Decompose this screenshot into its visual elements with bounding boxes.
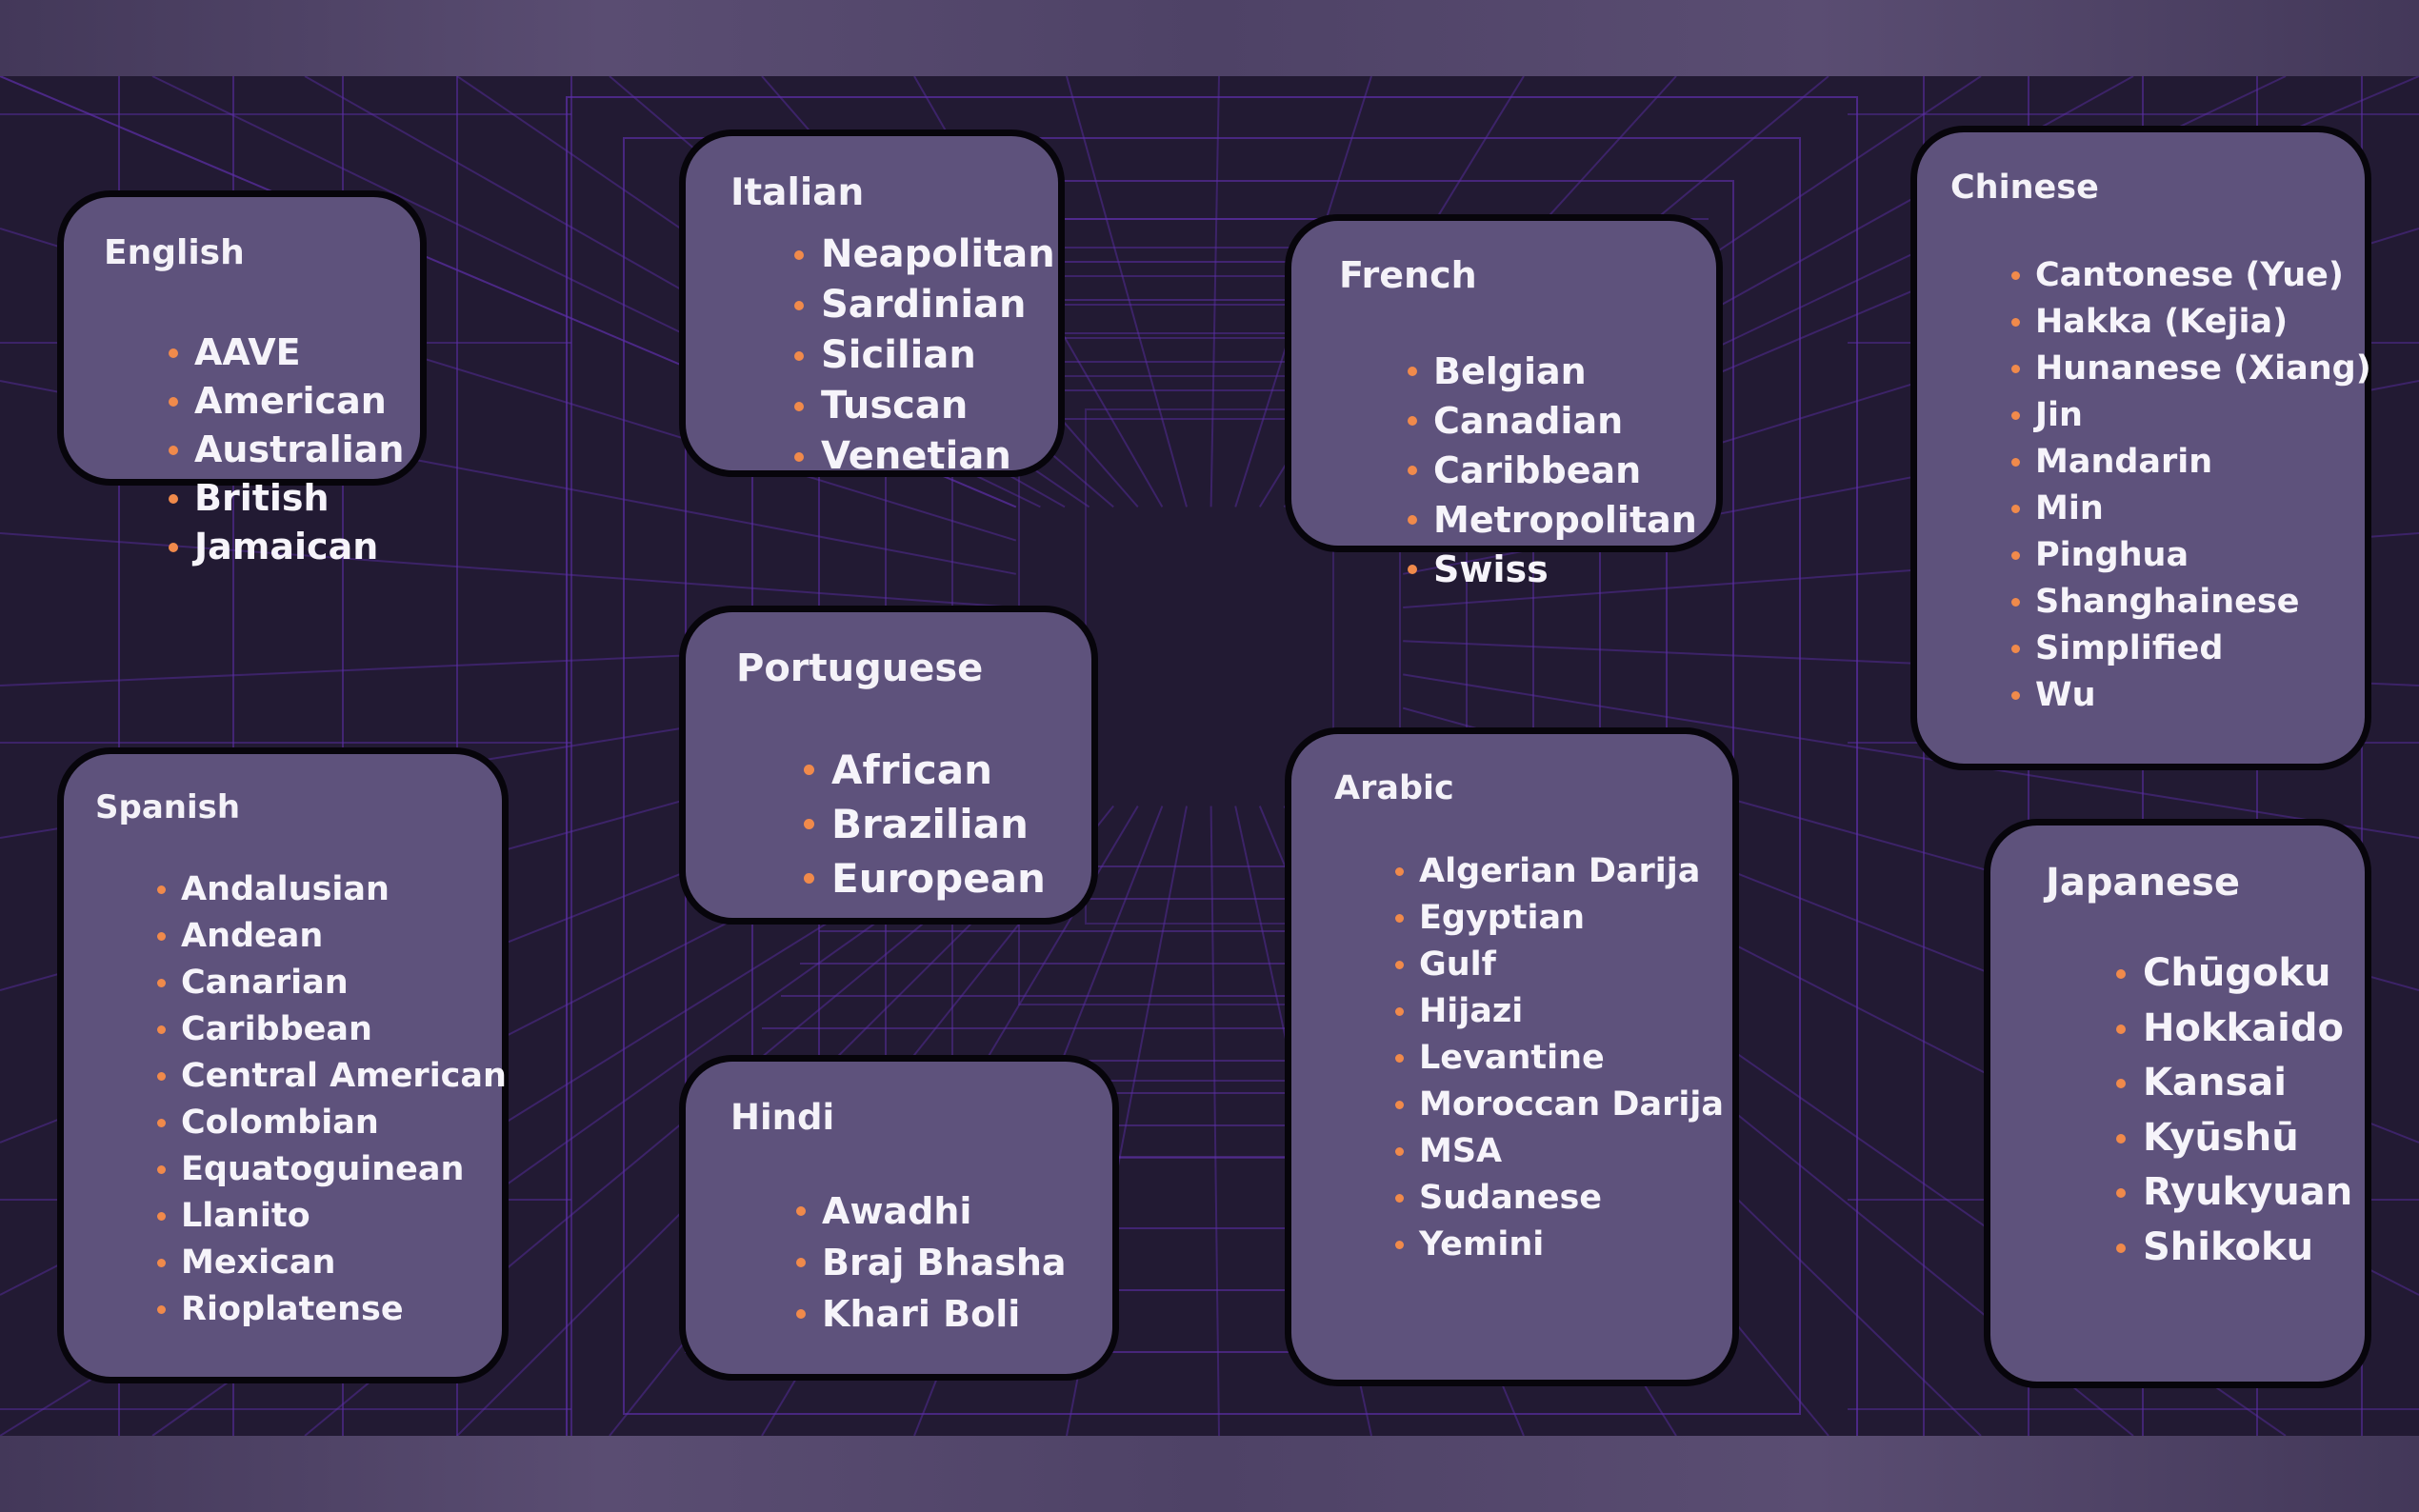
card-title: Hindi [730,1097,835,1138]
list-item: Brazilian [804,797,1046,851]
list-item: Hokkaido [2115,1002,2352,1057]
list-item: Colombian [157,1100,507,1146]
list-item: Kyūshū [2115,1111,2352,1166]
list-item: Ryukyuan [2115,1165,2352,1221]
list-item: Equatoguinean [157,1146,507,1193]
card-japanese: Japanese Chūgoku Hokkaido Kansai Kyūshū … [1984,819,2371,1388]
card-title: Arabic [1334,769,1454,807]
grid-ring [623,137,1801,1415]
list-item: Awadhi [796,1185,1067,1237]
list-item: Braj Bhasha [796,1237,1067,1288]
list-item: Andean [157,913,507,960]
list-item: Caribbean [1408,446,1697,495]
list-item: Khari Boli [796,1288,1067,1340]
list-item: Venetian [794,431,1055,482]
list-item: Hakka (Kejia) [2011,299,2371,346]
list-item: Neapolitan [794,229,1055,280]
list-item: Mexican [157,1240,507,1286]
list-item: Kansai [2115,1056,2352,1111]
grid-line [1210,76,1220,507]
card-english: English AAVE American Australian British… [57,190,427,567]
card-title: Italian [730,171,865,214]
dialect-list: Chūgoku Hokkaido Kansai Kyūshū Ryukyuan … [2115,946,2352,1276]
list-item: Yemini [1395,1222,1724,1268]
list-item: Jamaican [168,523,404,571]
list-item: Min [2011,486,2371,532]
list-item: Andalusian [157,866,507,913]
diagram-stage: English AAVE American Australian British… [0,76,2419,1436]
list-item: Sudanese [1395,1175,1724,1222]
list-item: Hijazi [1395,988,1724,1035]
grid-ring [566,96,1858,1436]
list-item: Sardinian [794,280,1055,330]
card-title: Japanese [2046,861,2241,905]
list-item: Cantonese (Yue) [2011,252,2371,299]
list-item: Canadian [1408,396,1697,446]
card-title: English [104,233,245,272]
card-title: French [1339,254,1477,296]
list-item: Simplified [2011,626,2371,672]
dialect-list: African Brazilian European [804,743,1046,905]
card-title: Chinese [1950,169,2099,207]
list-item: Belgian [1408,347,1697,396]
card-chinese: Chinese Cantonese (Yue) Hakka (Kejia) Hu… [1910,126,2371,770]
card-title: Portuguese [736,647,984,690]
top-band [0,0,2419,76]
list-item: African [804,743,1046,797]
list-item: Egyptian [1395,895,1724,942]
list-item: Hunanese (Xiang) [2011,346,2371,392]
list-item: Caribbean [157,1006,507,1053]
list-item: MSA [1395,1128,1724,1175]
list-item: British [168,474,404,523]
list-item: Shanghainese [2011,579,2371,626]
card-french: French Belgian Canadian Caribbean Metrop… [1285,214,1723,590]
list-item: Chūgoku [2115,946,2352,1002]
dialect-list: Awadhi Braj Bhasha Khari Boli [796,1185,1067,1340]
list-item: American [168,377,404,426]
dialect-list: Algerian Darija Egyptian Gulf Hijazi Lev… [1395,848,1724,1268]
dialect-list: Cantonese (Yue) Hakka (Kejia) Hunanese (… [2011,252,2371,719]
list-item: Shikoku [2115,1221,2352,1276]
card-spanish: Spanish Andalusian Andean Canarian Carib… [57,747,509,1383]
list-item: Gulf [1395,942,1724,988]
dialect-list: Andalusian Andean Canarian Caribbean Cen… [157,866,507,1333]
dialect-list: Neapolitan Sardinian Sicilian Tuscan Ven… [794,229,1055,482]
list-item: Australian [168,426,404,474]
grid-line [1210,806,1220,1436]
list-item: Sicilian [794,330,1055,381]
list-item: Tuscan [794,381,1055,431]
list-item: Llanito [157,1193,507,1240]
list-item: Metropolitan [1408,495,1697,545]
card-portuguese: Portuguese African Brazilian European [679,606,1098,925]
list-item: Levantine [1395,1035,1724,1082]
list-item: Jin [2011,392,2371,439]
list-item: Mandarin [2011,439,2371,486]
list-item: Pinghua [2011,532,2371,579]
card-title: Spanish [95,788,241,826]
dialect-list: Belgian Canadian Caribbean Metropolitan … [1408,347,1697,594]
list-item: Rioplatense [157,1286,507,1333]
grid-line [1066,76,1188,507]
card-hindi: Hindi Awadhi Braj Bhasha Khari Boli [679,1055,1119,1381]
list-item: Canarian [157,960,507,1006]
card-italian: Italian Neapolitan Sardinian Sicilian Tu… [679,129,1065,478]
list-item: Moroccan Darija [1395,1082,1724,1128]
grid-line [1403,673,2419,839]
list-item: Algerian Darija [1395,848,1724,895]
list-item: Wu [2011,672,2371,719]
list-item: European [804,851,1046,905]
dialect-list: AAVE American Australian British Jamaica… [168,328,404,571]
list-item: Swiss [1408,545,1697,594]
list-item: AAVE [168,328,404,377]
list-item: Central American [157,1053,507,1100]
card-arabic: Arabic Algerian Darija Egyptian Gulf Hij… [1285,727,1739,1386]
bottom-band [0,1436,2419,1512]
